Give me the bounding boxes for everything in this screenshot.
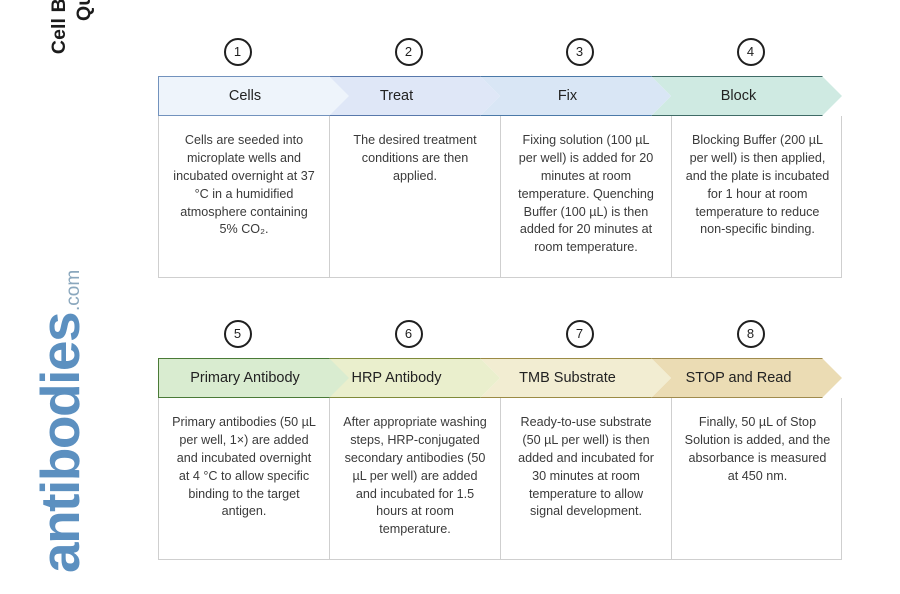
- step-number-badge: 7: [565, 320, 594, 348]
- step-chevron-label: Block: [720, 88, 757, 104]
- step-chevrons-row-2: Primary Antibody HRP Antibody TMB Substrat…: [158, 358, 842, 398]
- step-chevron-label: TMB Substrate: [519, 370, 616, 386]
- step-chevron[interactable]: Cells: [158, 76, 349, 116]
- step-chevron[interactable]: STOP and Read: [651, 358, 842, 398]
- step-description-text: After appropriate washing steps, HRP-con…: [343, 415, 487, 537]
- step-number-badges-row-2: 5 6 7 8: [158, 320, 842, 358]
- step-descriptions-row-2: Primary antibodies (50 µL per well, 1×) …: [158, 398, 842, 560]
- step-chevron-label: STOP and Read: [685, 370, 792, 386]
- step-chevron-label: HRP Antibody: [351, 370, 442, 386]
- step-number-badge: 8: [736, 320, 765, 348]
- brand-logo-name: antibodies: [29, 312, 91, 573]
- step-description-text: Ready-to-use substrate (50 µL per well) …: [518, 415, 654, 519]
- step-description-text: Cells are seeded into microplate wells a…: [173, 133, 315, 237]
- step-chevron[interactable]: Fix: [480, 76, 671, 116]
- step-number-badges-row-1: 1 2 3 4: [158, 38, 842, 76]
- step-chevron-label: Primary Antibody: [190, 370, 300, 386]
- step-number-badge: 3: [565, 38, 594, 66]
- step-description-box: The desired treatment conditions are the…: [330, 116, 501, 277]
- step-description-box: Cells are seeded into microplate wells a…: [159, 116, 330, 277]
- step-number-badge: 2: [394, 38, 423, 66]
- step-description-box: Primary antibodies (50 µL per well, 1×) …: [159, 398, 330, 559]
- step-description-box: Fixing solution (100 µL per well) is add…: [501, 116, 672, 277]
- step-description-box: Finally, 50 µL of Stop Solution is added…: [672, 398, 843, 559]
- step-chevron-label: Cells: [228, 88, 262, 104]
- step-number-badge: 4: [736, 38, 765, 66]
- protocol-row-2: 5 6 7 8 Primary Antibody HRP Antibody TMB Sub…: [158, 320, 842, 560]
- step-number-badge: 6: [394, 320, 423, 348]
- step-description-text: Finally, 50 µL of Stop Solution is added…: [684, 415, 831, 483]
- step-descriptions-row-1: Cells are seeded into microplate wells a…: [158, 116, 842, 278]
- protocol-row-1: 1 2 3 4 Cells Treat Fix Block Cells are seeded…: [158, 38, 842, 278]
- step-chevron[interactable]: Block: [651, 76, 842, 116]
- step-chevron-label: Treat: [379, 88, 414, 104]
- step-description-box: Ready-to-use substrate (50 µL per well) …: [501, 398, 672, 559]
- step-description-box: After appropriate washing steps, HRP-con…: [330, 398, 501, 559]
- step-chevron-label: Fix: [557, 88, 578, 104]
- step-chevron[interactable]: TMB Substrate: [480, 358, 671, 398]
- step-number-badge: 5: [223, 320, 252, 348]
- step-description-text: Fixing solution (100 µL per well) is add…: [518, 133, 654, 255]
- brand-logo-suffix: .com: [63, 269, 84, 311]
- step-description-text: Primary antibodies (50 µL per well, 1×) …: [172, 415, 316, 519]
- step-chevron[interactable]: Primary Antibody: [158, 358, 349, 398]
- brand-logo: antibodies .com: [29, 270, 103, 573]
- step-number-badge: 1: [223, 38, 252, 66]
- step-description-box: Blocking Buffer (200 µL per well) is the…: [672, 116, 843, 277]
- step-description-text: The desired treatment conditions are the…: [353, 133, 477, 183]
- step-chevrons-row-1: Cells Treat Fix Block: [158, 76, 842, 116]
- page-title: Cell Based ELISA Kits Quick Protocol: [44, 0, 100, 76]
- page-title-line-1: Cell Based ELISA Kits: [47, 0, 72, 54]
- step-description-text: Blocking Buffer (200 µL per well) is the…: [685, 133, 830, 237]
- page-title-line-2: Quick Protocol: [72, 0, 97, 21]
